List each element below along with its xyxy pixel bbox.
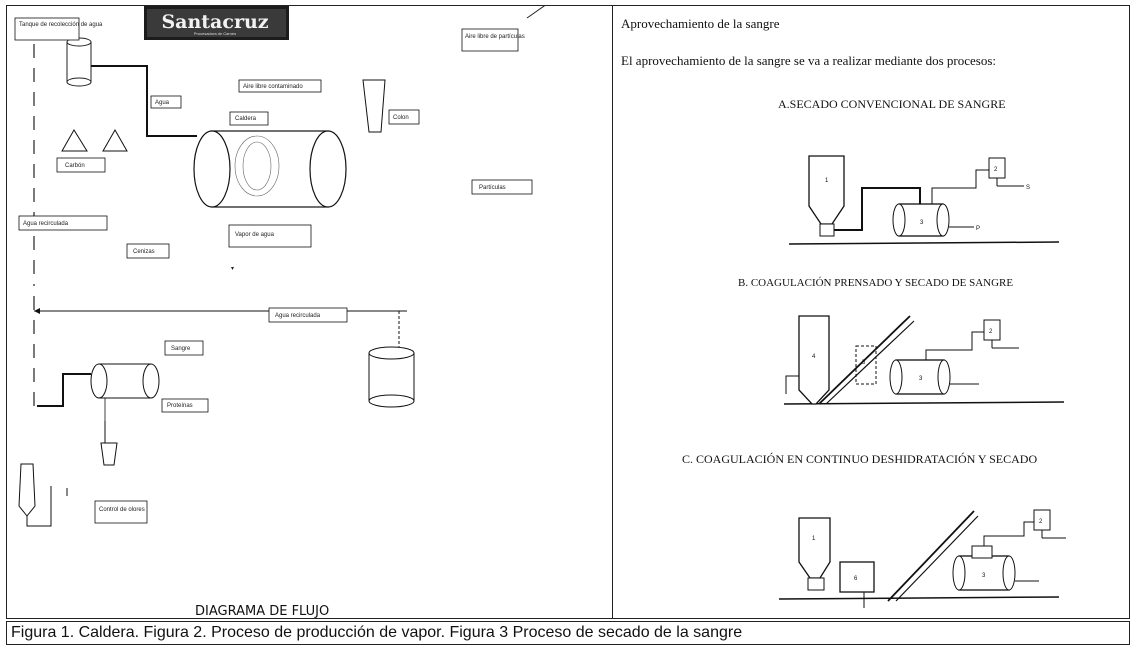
- figure-caption: Figura 1. Caldera. Figura 2. Proceso de …: [6, 621, 1130, 645]
- label-vapor: Vapor de agua: [235, 232, 275, 238]
- blood-use-panel: Aprovechamiento de la sangre El aprovech…: [614, 6, 1129, 618]
- label-aire-libre: Aire libre de partículas: [465, 34, 525, 40]
- section-a-title: A.SECADO CONVENCIONAL DE SANGRE: [778, 97, 1006, 111]
- flow-diagram-panel: Santacruz Procesadora de Carnes: [7, 6, 611, 619]
- tag-a-1: 1: [825, 178, 829, 184]
- tag-a-p: P: [976, 226, 980, 232]
- label-caldera: Caldera: [235, 116, 257, 122]
- section-c-title: C. COAGULACIÓN EN CONTINUO DESHIDRATACIÓ…: [682, 452, 1038, 466]
- tag-b-2: 2: [989, 329, 993, 335]
- label-agua-recirculada-2: Agua recirculada: [275, 313, 321, 319]
- label-cenizas: Cenizas: [133, 249, 155, 255]
- tag-c-1: 1: [812, 536, 816, 542]
- coal-piles: [61, 128, 128, 152]
- label-agua: Agua: [155, 100, 170, 106]
- label-carbon: Carbón: [65, 163, 85, 169]
- process-a: 1 3 P 2 S: [788, 155, 1060, 245]
- section-b-title: B. COAGULACIÓN PRENSADO Y SECADO DE SANG…: [738, 277, 1014, 289]
- flow-diagram-title: DIAGRAMA DE FLUJO: [195, 604, 330, 619]
- tag-c-2: 2: [1039, 519, 1043, 525]
- cyclone: [362, 79, 386, 133]
- panel-divider: [612, 5, 613, 619]
- blood-process-svg: 1 3 P 2 S 4 5: [778, 155, 1066, 608]
- label-sangre: Sangre: [171, 346, 191, 352]
- process-b: 4 5 3 2: [783, 315, 1065, 405]
- logo-subtext: Procesadora de Carnes: [194, 31, 236, 36]
- blood-heading: Aprovechamiento de la sangre: [621, 16, 780, 31]
- blood-intro: El aprovechamiento de la sangre se va a …: [621, 53, 997, 68]
- label-proteinas: Proteínas: [167, 403, 193, 409]
- svg-text:▾: ▾: [231, 266, 234, 272]
- tag-b-4: 4: [812, 354, 816, 360]
- label-agua-recirculada: Agua recirculada: [23, 221, 69, 227]
- flow-diagram-svg: Santacruz Procesadora de Carnes: [14, 6, 546, 527]
- logo: Santacruz Procesadora de Carnes: [144, 6, 289, 40]
- tag-c-6: 6: [854, 576, 858, 582]
- tag-a-2: 2: [994, 167, 998, 173]
- tag-a-3: 3: [920, 220, 924, 226]
- process-c: 1 6 3 2: [778, 509, 1066, 608]
- tag-c-3: 3: [982, 573, 986, 579]
- label-colon: Colon: [393, 115, 409, 121]
- label-particulas: Partículas: [479, 185, 506, 191]
- label-tanque: Tanque de recolección de agua: [19, 22, 103, 28]
- water-tank: [66, 37, 92, 87]
- boiler: [193, 130, 347, 208]
- tag-b-3: 3: [919, 376, 923, 382]
- label-aire-contaminado: Aire libre contaminado: [243, 84, 303, 90]
- figure-frame: [6, 5, 1130, 619]
- tag-a-s: S: [1026, 185, 1030, 191]
- logo-text: Santacruz: [161, 11, 268, 33]
- label-control-olores: Control de olores: [99, 507, 145, 513]
- blood-separator: [18, 308, 415, 527]
- tag-b-5: 5: [862, 360, 866, 366]
